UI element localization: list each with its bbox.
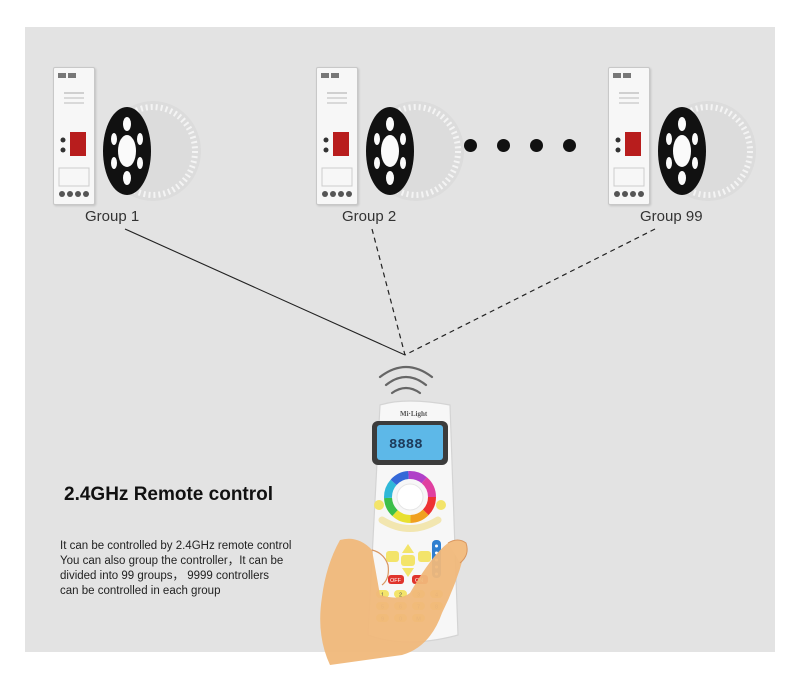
dot [497,139,510,152]
off-button-label: OFF [390,578,402,584]
link-group-2 [371,228,406,356]
headline: 2.4GHz Remote control [64,484,274,505]
led-strip-reel [658,101,756,201]
dot [530,139,543,152]
wireless-signal-icon [378,365,434,395]
led-strip-reel [103,101,201,201]
controller-face [613,73,645,197]
group-99-label: Group 99 [640,208,703,225]
description-line: It can be controlled by 2.4GHz remote co… [60,540,292,552]
number-key-label: 1 [381,592,384,598]
number-key-label: 2 [399,592,402,598]
group-1 [53,67,203,217]
group-2 [316,67,466,217]
led-controller [316,67,358,205]
description-line: can be controlled in each group [60,585,221,597]
number-key [394,590,407,598]
link-group-1 [124,228,406,356]
display-digits: 8888 [389,437,423,453]
dot [563,139,576,152]
group-1-label: Group 1 [85,208,140,225]
description-line: You can also group the controller，It can… [60,555,284,567]
remote-control-illustration: Mi·Light 8888 OFF ON 1234567890M [310,365,490,665]
led-strip-reel [366,101,464,201]
group-99 [608,67,758,217]
description: It can be controlled by 2.4GHz remote co… [60,539,291,599]
remote-control: Mi·Light 8888 OFF ON 1234567890M [320,365,468,665]
led-controller [608,67,650,205]
led-controller [53,67,95,205]
controller-face [321,73,353,197]
description-line: divided into 99 groups， 9999 controllers [60,570,270,582]
remote-brand-text: Mi·Light [400,410,428,418]
group-2-label: Group 2 [342,208,397,225]
dot [464,139,477,152]
controller-face [58,73,90,197]
link-group-99 [404,228,656,356]
